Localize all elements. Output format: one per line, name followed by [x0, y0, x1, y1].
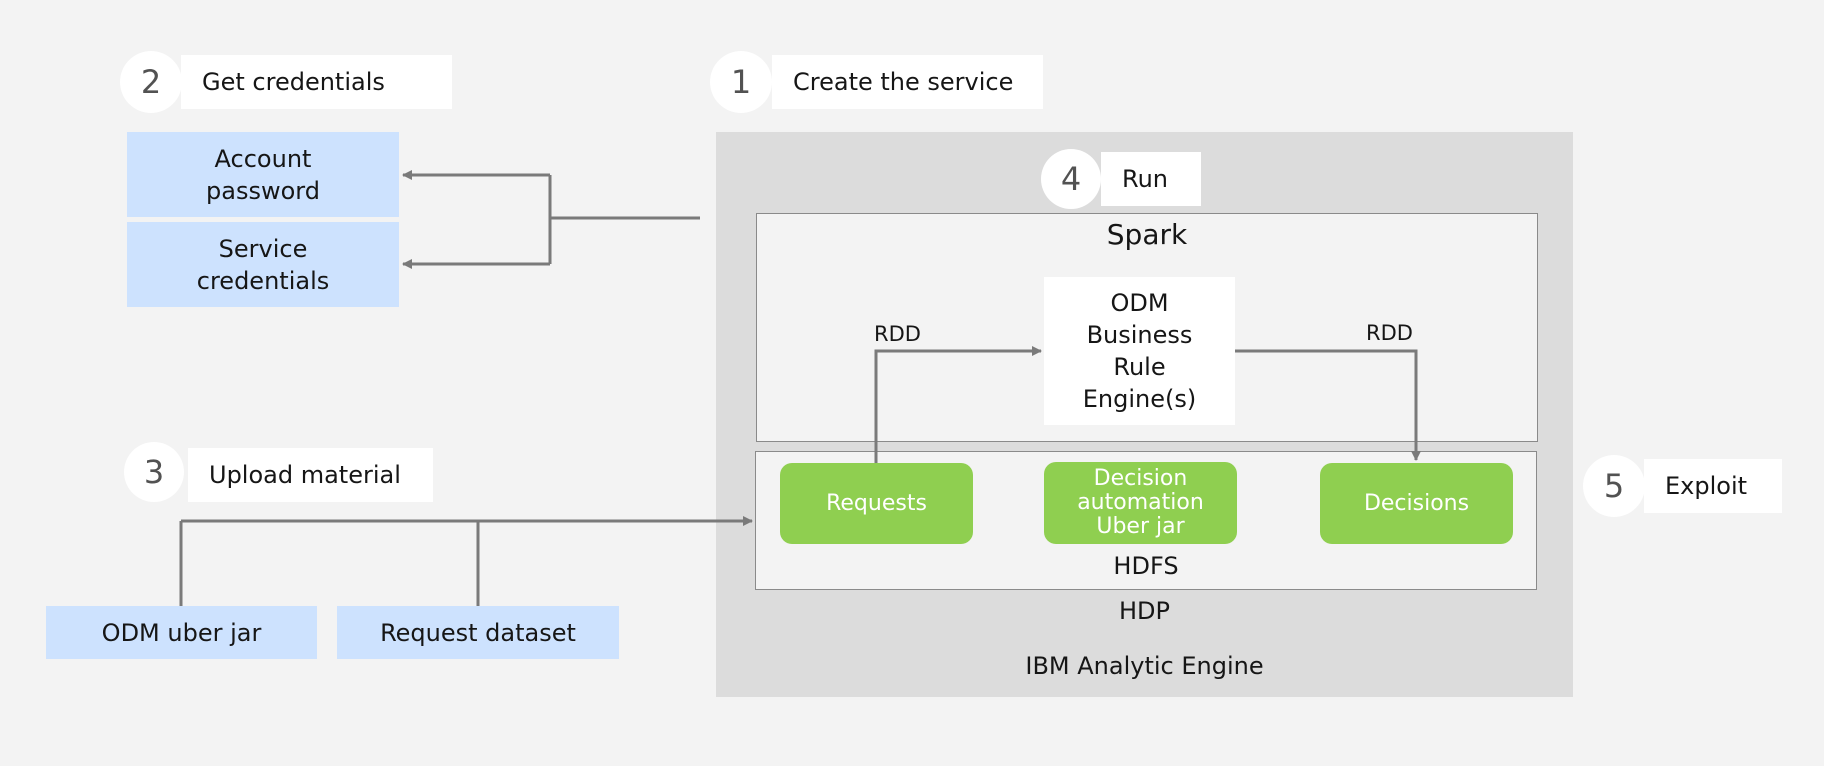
uber-line-3: Uber jar	[1096, 514, 1185, 539]
service-credentials-box: Service credentials	[127, 222, 399, 307]
uber-line-2: automation	[1077, 490, 1204, 515]
requests-box: Requests	[780, 463, 973, 544]
step-4-circle: 4	[1041, 149, 1101, 209]
uber-line-1: Decision	[1093, 466, 1188, 491]
step-3-circle: 3	[124, 442, 184, 502]
odm-rule-engine-box: ODM Business Rule Engine(s)	[1044, 277, 1235, 425]
spark-title: Spark	[1106, 218, 1188, 251]
rdd-out-label: RDD	[1366, 321, 1413, 345]
odm-line-2: Business	[1086, 321, 1193, 349]
odm-line-3: Rule	[1113, 353, 1166, 381]
account-password-box: Account password	[127, 132, 399, 217]
analytic-engine-title: IBM Analytic Engine	[1025, 652, 1264, 680]
decision-automation-uber-jar-box: Decision automation Uber jar	[1044, 462, 1237, 544]
service-credentials-line1: Service	[218, 234, 308, 263]
account-password-line2: password	[206, 176, 320, 205]
odm-line-1: ODM	[1110, 289, 1169, 317]
request-dataset-box: Request dataset	[337, 606, 619, 659]
account-password-line1: Account	[214, 144, 312, 173]
step-1-circle: 1	[710, 51, 772, 113]
step-1-label: Create the service	[772, 55, 1043, 109]
odm-uber-jar-box: ODM uber jar	[46, 606, 317, 659]
decisions-box: Decisions	[1320, 463, 1513, 544]
step-2-circle: 2	[120, 51, 182, 113]
step-3-label: Upload material	[188, 448, 433, 502]
hdfs-title: HDFS	[1113, 552, 1179, 580]
step-4-label: Run	[1101, 152, 1201, 206]
step-5-circle: 5	[1583, 455, 1645, 517]
step-5-label: Exploit	[1644, 459, 1782, 513]
step-2-label: Get credentials	[181, 55, 452, 109]
hdp-title: HDP	[1119, 597, 1170, 625]
odm-line-4: Engine(s)	[1082, 385, 1197, 413]
service-credentials-line2: credentials	[196, 266, 330, 295]
rdd-in-label: RDD	[874, 322, 921, 346]
